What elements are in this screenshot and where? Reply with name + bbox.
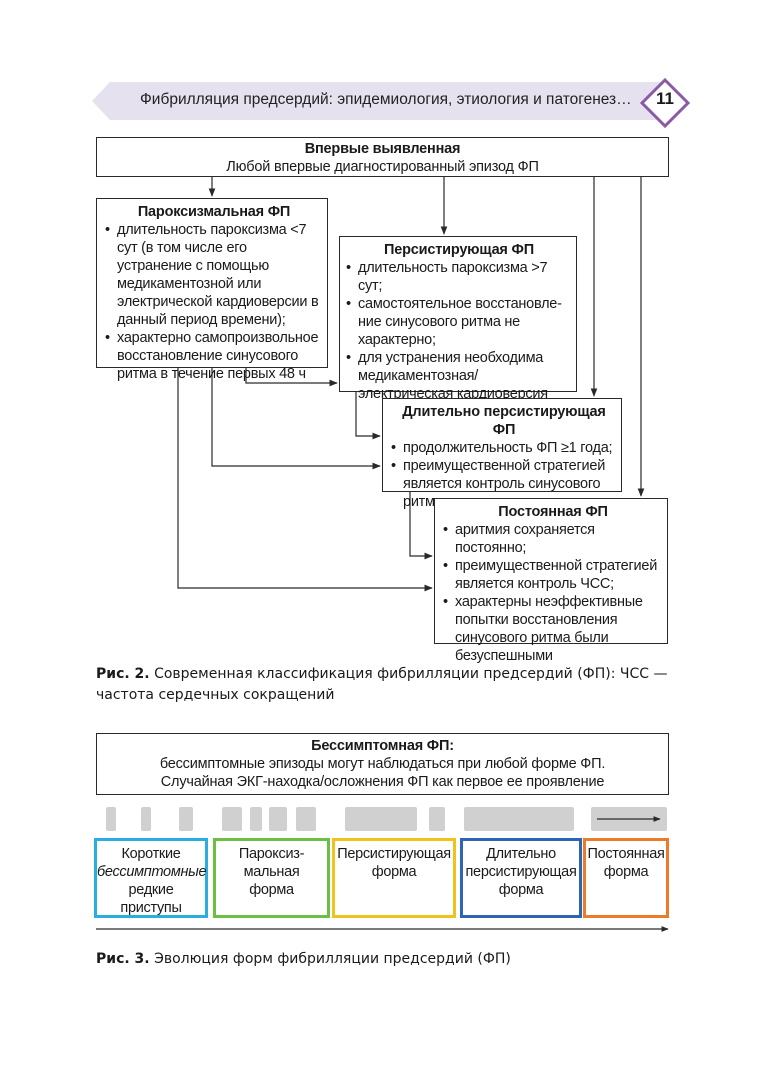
long-persistent-af-list: продолжительность ФП ≥1 года; преимущест… (391, 439, 617, 511)
list-item: длительность пароксизма <7 сут (в том чи… (105, 221, 323, 329)
episode-bar (106, 807, 116, 831)
paroxysmal-af-list: длительность пароксизма <7 сут (в том чи… (105, 221, 323, 383)
episode-bar (345, 807, 417, 831)
form-line: форма (603, 864, 649, 880)
form-box-paroxysmal: Пароксиз- мальная форма (213, 838, 330, 918)
list-item: преимущественной стратегией является кон… (391, 457, 617, 511)
form-box-permanent: Постоянная форма (583, 838, 669, 918)
paroxysmal-af-box: Пароксизмальная ФП длительность пароксиз… (96, 198, 328, 382)
asymptomatic-af-line2: Случайная ЭКГ-находка/осложнения ФП как … (160, 774, 605, 790)
paroxysmal-af-title: Пароксизмальная ФП (137, 204, 291, 220)
list-item: самостоятельное восстановле­ние синусово… (346, 295, 572, 349)
persistent-af-title: Персистирующая ФП (384, 242, 534, 258)
form-line: редкие (128, 882, 174, 898)
figure2-caption-label: Рис. 2. (96, 666, 150, 682)
long-persistent-af-title: Длительно персистирующая ФП (402, 404, 606, 438)
form-box-short-asymptomatic: Короткие бессимптомные редкие приступы (94, 838, 208, 918)
first-detected-box: Впервые выявленная Любой впервые диагнос… (96, 137, 669, 177)
permanent-af-box: Постоянная ФП аритмия сохраняется постоя… (434, 498, 668, 664)
episode-bar (250, 807, 262, 831)
list-item: преимущественной стратегией является кон… (443, 557, 663, 593)
first-detected-title: Впервые выявленная (304, 141, 461, 157)
episode-bar (269, 807, 287, 831)
form-box-long-persistent: Длительно персистирующая форма (460, 838, 582, 918)
running-header-title: Фибрилляция предсердий: эпидемиология, э… (140, 91, 632, 108)
episode-bar (222, 807, 242, 831)
list-item: длительность пароксизма >7 сут; (346, 259, 572, 295)
figure3-caption-label: Рис. 3. (96, 951, 150, 967)
form-line: Короткие (121, 846, 181, 862)
list-item: характерно самопроизвольное восстановлен… (105, 329, 323, 383)
form-line: форма (249, 882, 294, 898)
form-line: бессимптомные (97, 864, 207, 880)
asymptomatic-af-box: Бессимптомная ФП: бессимптомные эпизоды … (96, 733, 669, 795)
form-line: Персистирующая (337, 846, 451, 862)
long-persistent-af-box: Длительно персистирующая ФП продолжитель… (382, 398, 622, 510)
form-line: форма (498, 882, 544, 898)
form-line: Пароксиз- (238, 846, 305, 862)
episode-bar (429, 807, 445, 831)
form-line: персистирующая (465, 864, 577, 880)
form-box-persistent: Персистирующая форма (332, 838, 456, 918)
persistent-af-box: Персистирующая ФП длительность пароксизм… (339, 236, 577, 402)
form-line: Постоянная (587, 846, 665, 862)
list-item: аритмия сохраняется постоянно; (443, 521, 663, 557)
form-line: мальная (243, 864, 300, 880)
permanent-af-title: Постоянная ФП (498, 504, 608, 520)
list-item: продолжительность ФП ≥1 года; (391, 439, 617, 457)
episode-bar (141, 807, 151, 831)
episode-bar (296, 807, 316, 831)
header-band (92, 82, 662, 120)
persistent-af-list: длительность пароксизма >7 сут; самостоя… (346, 259, 572, 403)
form-line: форма (371, 864, 417, 880)
figure3-caption: Рис. 3. Эволюция форм фибрилляции предсе… (96, 949, 676, 970)
asymptomatic-af-title: Бессимптомная ФП: (311, 738, 454, 754)
episode-bar (464, 807, 574, 831)
asymptomatic-af-line1: бессимптомные эпизоды могут наблюдаться … (159, 756, 606, 772)
page-number-badge (640, 78, 690, 128)
figure2-caption: Рис. 2. Современная классификация фибрил… (96, 664, 676, 706)
form-line: приступы (120, 900, 182, 916)
permanent-af-list: аритмия сохраняется постоянно; преимущес… (443, 521, 663, 665)
first-detected-text: Любой впервые диагностированный эпизод Ф… (226, 159, 539, 175)
page-number: 11 (656, 89, 674, 108)
figure3-caption-text: Эволюция форм фибрилляции предсердий (ФП… (149, 951, 511, 967)
episode-bar (179, 807, 193, 831)
list-item: характерны неэффективные попытки восстан… (443, 593, 663, 665)
figure2-caption-text: Современная классификация фибрилляции пр… (96, 666, 668, 703)
form-line: Длительно (486, 846, 556, 862)
